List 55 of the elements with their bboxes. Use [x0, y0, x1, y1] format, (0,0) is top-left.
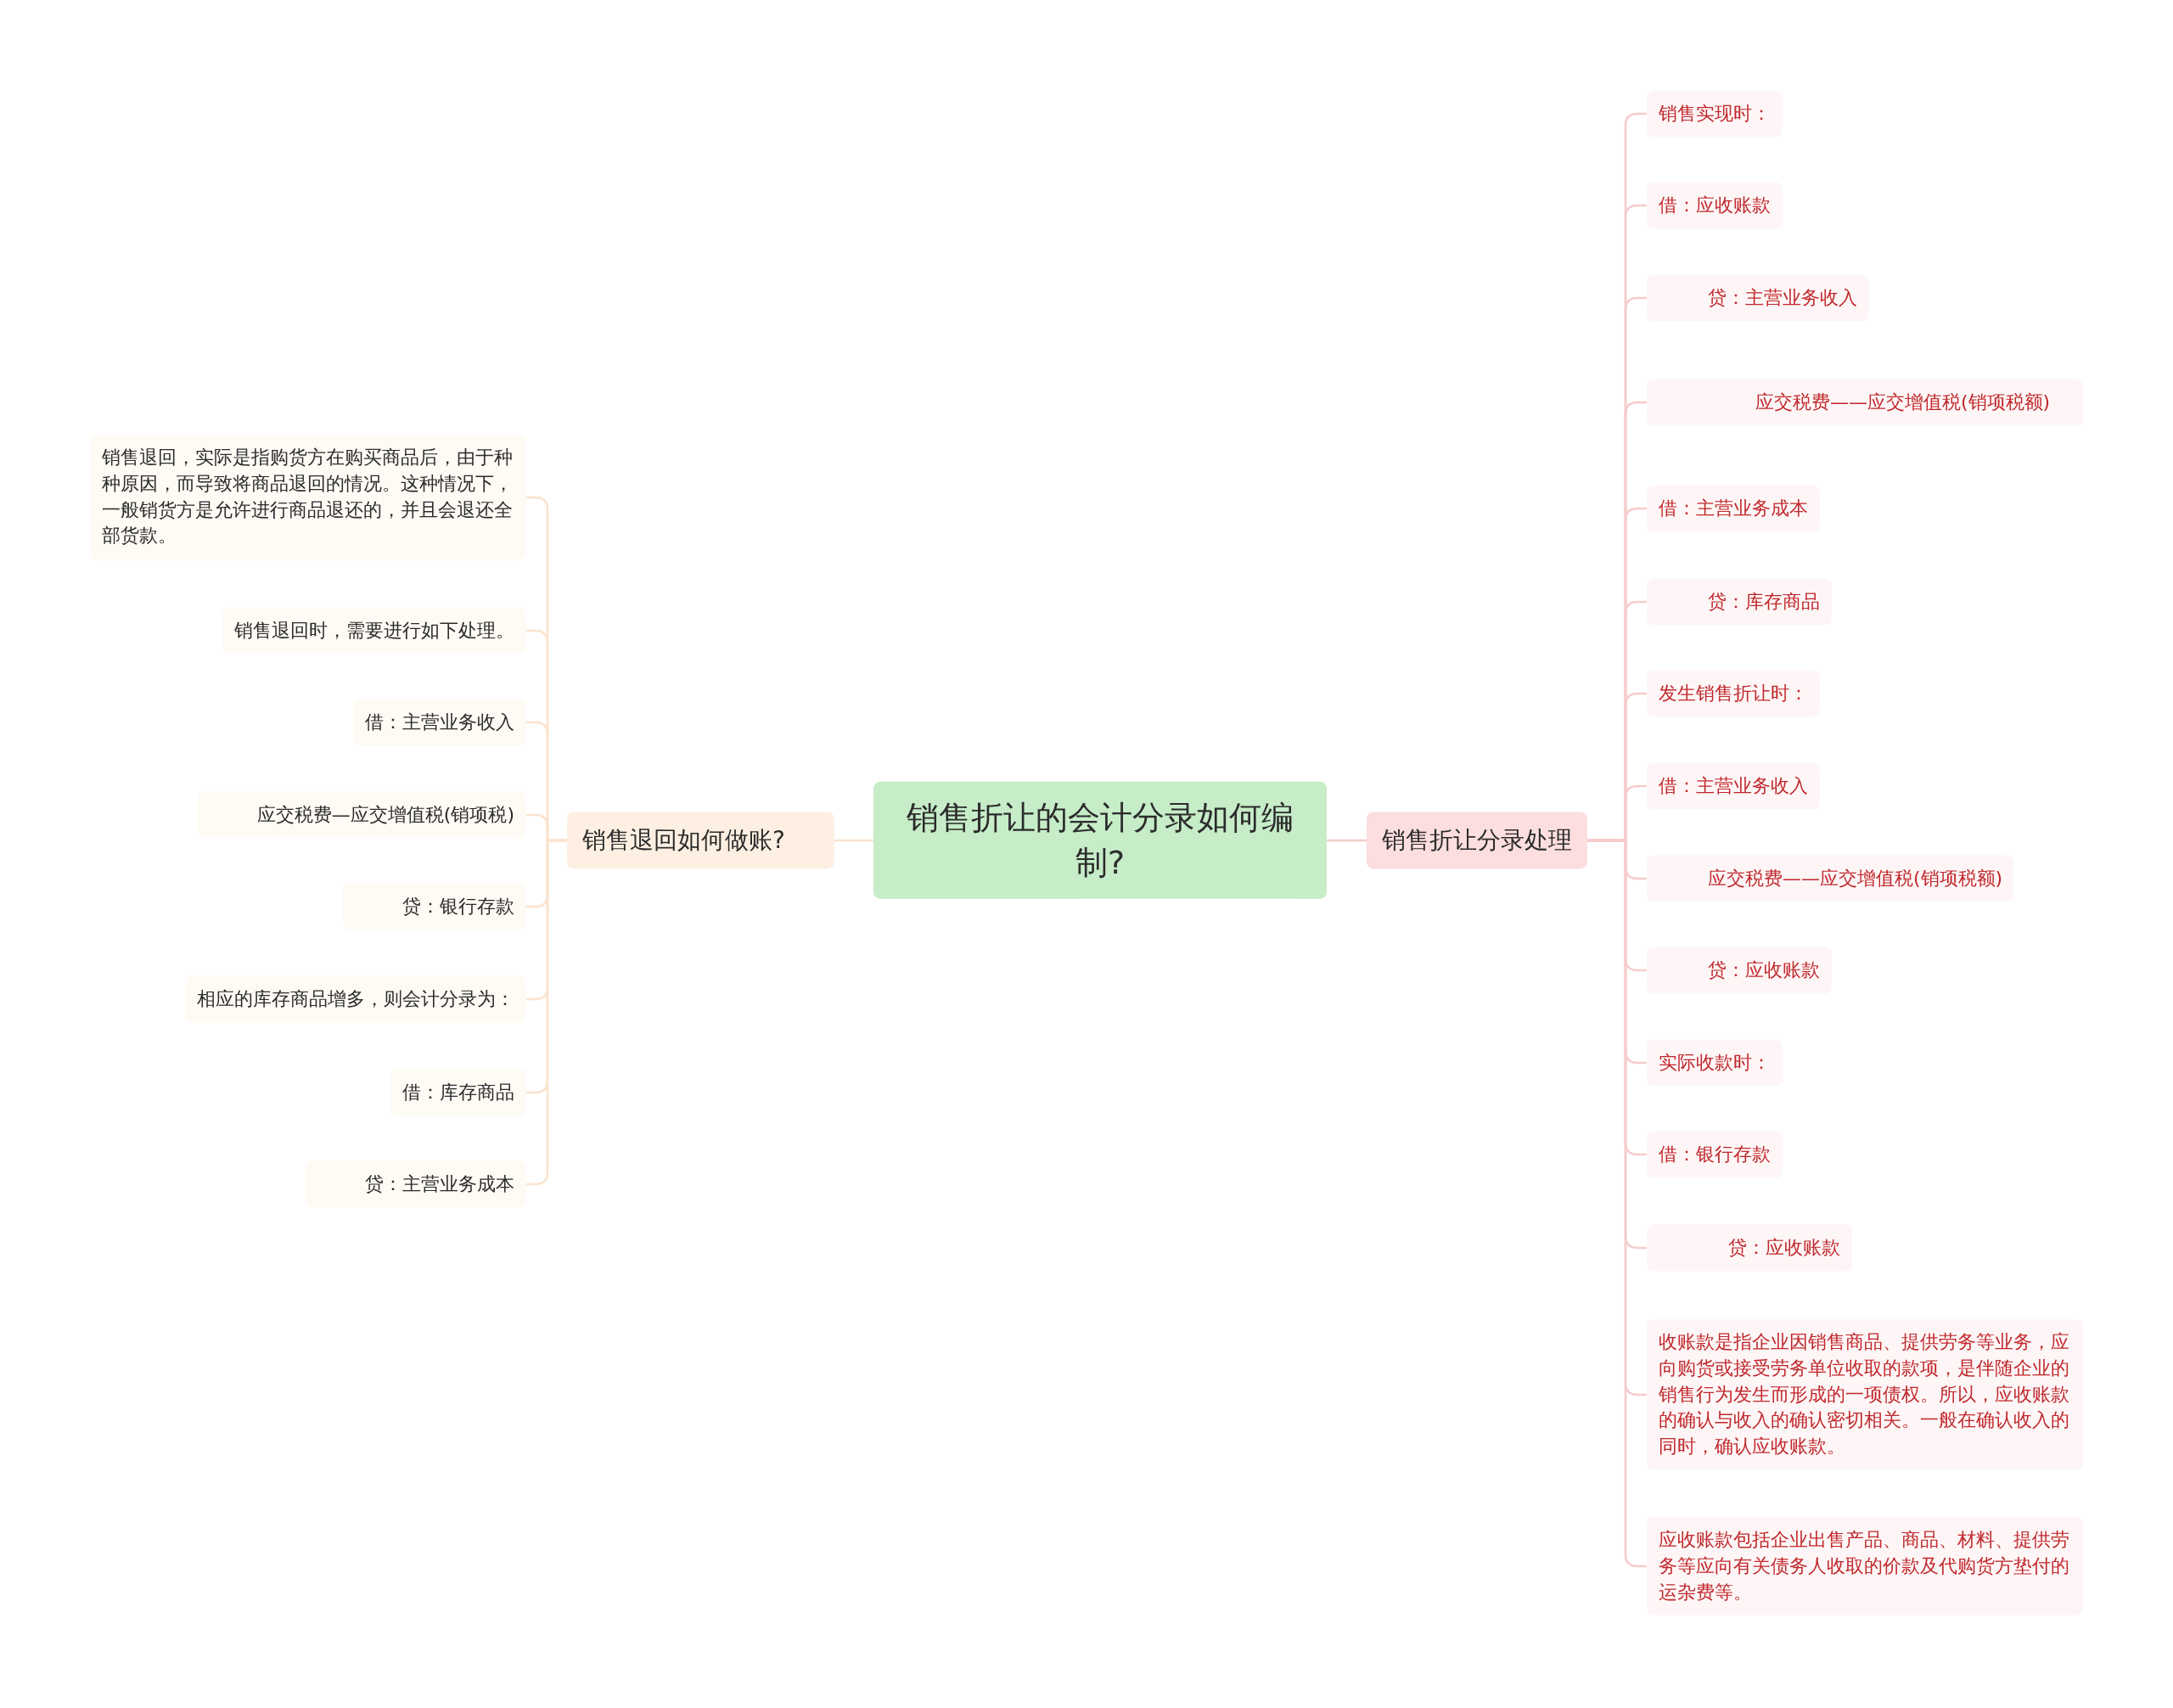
leaf-topic-box: [1647, 947, 1832, 994]
leaf-topic-box: [1647, 182, 1783, 229]
topic-text: 收账款是指企业因销售商品、提供劳务等业务，应向购货或接受劳务单位收取的款项，是伴随企业的销售行为发生而形成的一项债权。所以，应收账款的确认与收入的确认密切相关。一般在确认收入的同时，确认应收账款。: [1659, 1331, 2069, 1458]
leaf-topic-box: [1647, 1039, 1783, 1087]
topic-text: 销售折让的会计分录如何编制?: [907, 798, 1294, 881]
topic-text: 贷：主营业务收入: [1708, 286, 1857, 308]
topic-text: 借：主营业务成本: [1659, 497, 1808, 519]
leaf-topic-box: [222, 607, 526, 655]
topic-text: 借：库存商品: [402, 1081, 514, 1103]
leaf-topic-box: [1647, 1224, 1852, 1272]
topic-text: 应交税费—应交增值税(销项税): [256, 803, 514, 825]
leaf-topic-box: [1647, 1516, 2083, 1616]
connector-line: [1327, 839, 1367, 842]
leaf-topic-box: [1647, 762, 1820, 810]
topic-text: 借：主营业务收入: [1659, 774, 1808, 796]
leaf-topic-box: [353, 699, 526, 746]
topic-text: 贷：银行存款: [402, 895, 514, 917]
leaf-topic-box: [306, 1160, 526, 1208]
central-topic-box: [873, 781, 1327, 900]
branch-topic-box: [567, 812, 834, 869]
topic-text: 借：银行存款: [1659, 1143, 1771, 1165]
topic-text: 借：应收账款: [1659, 194, 1771, 216]
leaf-topic-box: [1647, 1131, 1783, 1178]
leaf-topic-box: [1647, 274, 1869, 322]
branch-topic-box: [1367, 812, 1587, 869]
topic-text: 销售折让分录处理: [1382, 826, 1572, 855]
connector-line: [834, 839, 873, 842]
leaf-topic-box: [1647, 90, 1783, 138]
topic-text: 销售实现时：: [1659, 102, 1771, 124]
topic-text: 借：主营业务收入: [365, 711, 514, 733]
leaf-topic-box: [185, 975, 526, 1023]
topic-text: 相应的库存商品增多，则会计分录为：: [197, 987, 514, 1009]
topic-text: 应交税费——应交增值税(销项税额): [1708, 867, 2003, 889]
topic-text: 贷：库存商品: [1708, 590, 1820, 612]
leaf-topic-box: [197, 791, 526, 839]
leaf-topic-box: [1647, 855, 2015, 902]
leaf-topic-box: [90, 435, 526, 560]
leaf-topic-box: [343, 883, 526, 930]
leaf-topic-box: [1647, 670, 1820, 717]
topic-text: 销售退回如何做账?: [582, 826, 785, 855]
topic-text: 发生销售折让时：: [1659, 682, 1808, 704]
topic-text: 贷：应收账款: [1708, 958, 1820, 980]
leaf-topic-box: [390, 1069, 526, 1116]
leaf-topic-box: [1647, 379, 2083, 426]
leaf-topic-box: [1647, 578, 1832, 626]
topic-text: 应收账款包括企业出售产品、商品、材料、提供劳务等应向有关债务人收取的价款及代购货方垫付的运杂费等。: [1659, 1528, 2069, 1603]
connector-line: [526, 839, 567, 1186]
topic-text: 贷：应收账款: [1728, 1236, 1840, 1258]
topic-text: 实际收款时：: [1659, 1051, 1771, 1073]
topic-text: 销售退回时，需要进行如下处理。: [234, 619, 514, 641]
topic-text: 销售退回，实际是指购货方在购买商品后，由于种种原因，而导致将商品退回的情况。这种情况下，一般销货方是允许进行商品退还的，并且会退还全部货款。: [102, 447, 513, 547]
leaf-topic-box: [1647, 485, 1820, 532]
leaf-topic-box: [1647, 1319, 2083, 1470]
topic-text: 应交税费——应交增值税(销项税额): [1755, 390, 2051, 413]
topic-text: 贷：主营业务成本: [365, 1172, 514, 1194]
